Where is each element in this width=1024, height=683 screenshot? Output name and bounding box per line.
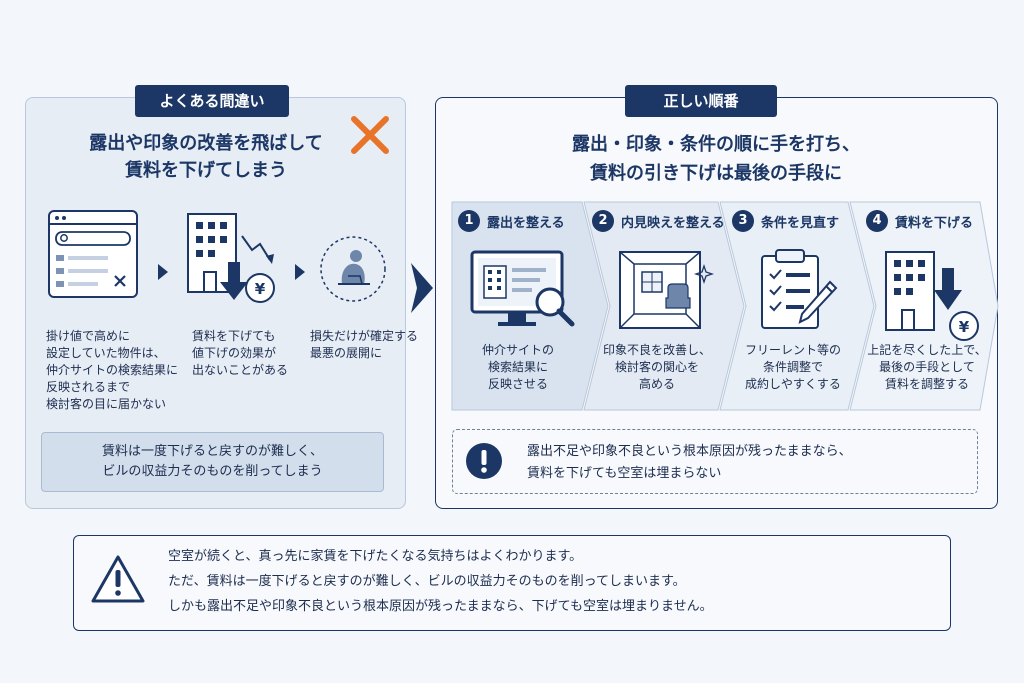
step-2-desc: 印象不良を改善し、 検討客の関心を 高める	[596, 342, 718, 393]
step-3-desc-line: フリーレント等の	[744, 343, 841, 357]
correct-order-label: 正しい順番	[625, 85, 777, 117]
step-3-heading: 3 条件を見直す	[732, 210, 839, 232]
summary-line2: ただ、賃料は一度下げると戻すのが難しく、ビルの収益力そのものを削ってしまいます。	[168, 574, 686, 589]
step-number-badge: 3	[732, 210, 754, 232]
step-number-badge: 2	[592, 210, 614, 232]
summary-line1: 空室が続くと、真っ先に家賃を下げたくなる気持ちはよくわかります。	[168, 549, 583, 564]
step-4-heading: 4 賃料を下げる	[866, 210, 973, 232]
mistake-title-line2: 賃料を下げてしまう	[125, 160, 287, 181]
mistake-step-3-text: 損失だけが確定する 最悪の展開に	[310, 328, 418, 362]
correct-title-line2: 賃料の引き下げは最後の手段に	[590, 163, 842, 184]
svg-text:¥: ¥	[255, 280, 266, 298]
mistake-step-1-text: 掛け値で高めに 設定していた物件は、 仲介サイトの検索結果に 反映されるまで 検…	[46, 328, 178, 413]
mistake-note: 賃料は一度下げると戻すのが難しく、 ビルの収益力そのものを削ってしまう	[41, 432, 384, 492]
step-4-desc-line: 上記を尽くした上で、	[867, 343, 987, 357]
despair-person-icon	[320, 236, 386, 302]
step-3-desc: フリーレント等の 条件調整で 成約しやすくする	[732, 342, 854, 393]
mistake-title-line1: 露出や印象の改善を飛ばして	[89, 133, 323, 154]
mistake-step-3-line: 損失だけが確定する	[310, 329, 419, 343]
mistake-step-1-line: 掛け値で高めに	[46, 329, 131, 343]
step-1-desc-line: 検索結果に	[487, 360, 548, 374]
step-4-desc: 上記を尽くした上で、 最後の手段として 賃料を調整する	[862, 342, 992, 393]
mistake-title: 露出や印象の改善を飛ばして 賃料を下げてしまう	[66, 130, 346, 184]
mistake-note-line1: 賃料は一度下げると戻すのが難しく、	[101, 444, 323, 459]
step-1-desc-line: 反映させる	[487, 377, 548, 391]
svg-text:¥: ¥	[959, 318, 970, 336]
mistake-step-1-line: 設定していた物件は、	[46, 346, 166, 360]
mistake-step-2-line: 出ないことがある	[192, 363, 289, 377]
checklist-icon	[761, 249, 838, 329]
correct-title-line1: 露出・印象・条件の順に手を打ち、	[572, 134, 860, 155]
step-2-title: 内見映えを整える	[621, 215, 725, 231]
step-2-desc-line: 印象不良を改善し、	[602, 343, 711, 357]
step-2-heading: 2 内見映えを整える	[592, 210, 725, 232]
mistake-step-2-line: 値下げの効果が	[192, 346, 277, 360]
room-sofa-icon	[619, 251, 715, 329]
step-1-desc-line: 仲介サイトの	[481, 343, 554, 357]
step-4-desc-line: 最後の手段として	[879, 360, 975, 374]
building-price-down-icon: ¥	[187, 213, 275, 303]
building-yen-down-icon: ¥	[885, 251, 979, 341]
correct-order-panel: 正しい順番 露出・印象・条件の順に手を打ち、 賃料の引き下げは最後の手段に 1 …	[435, 85, 999, 509]
exclamation-icon	[466, 443, 502, 479]
root-cause-line1: 露出不足や印象不良という根本原因が残ったままなら、	[527, 444, 852, 459]
root-cause-note: 露出不足や印象不良という根本原因が残ったままなら、 賃料を下げても空室は埋まらな…	[452, 429, 978, 494]
summary-warning-panel: 空室が続くと、真っ先に家賃を下げたくなる気持ちはよくわかります。 ただ、賃料は一…	[73, 535, 951, 631]
step-3-desc-line: 成約しやすくする	[745, 377, 841, 391]
mistake-step-3-line: 最悪の展開に	[310, 346, 383, 360]
root-cause-line2: 賃料を下げても空室は埋まらない	[527, 466, 722, 481]
browser-search-icon	[48, 210, 138, 298]
cross-mark-icon	[351, 116, 389, 154]
step-1-title: 露出を整える	[487, 215, 565, 231]
monitor-search-icon	[470, 250, 575, 327]
step-1-desc: 仲介サイトの 検索結果に 反映させる	[468, 342, 568, 393]
step-number-badge: 1	[458, 210, 480, 232]
step-number-badge: 4	[866, 210, 888, 232]
step-3-title: 条件を見直す	[761, 215, 840, 231]
mistake-step-2-line: 賃料を下げても	[192, 329, 276, 343]
summary-line3: しかも露出不足や印象不良という根本原因が残ったままなら、下げても空室は埋まりませ…	[168, 599, 713, 614]
step-2-desc-line: 検討客の関心を	[614, 360, 699, 374]
mistake-step-2-text: 賃料を下げても 値下げの効果が 出ないことがある	[192, 328, 288, 379]
correct-order-title: 露出・印象・条件の順に手を打ち、 賃料の引き下げは最後の手段に	[496, 130, 936, 188]
step-1-heading: 1 露出を整える	[458, 210, 565, 232]
mistake-step-1-line: 検討客の目に届かない	[46, 397, 167, 411]
step-3-desc-line: 条件調整で	[762, 360, 823, 374]
mistake-step-1-line: 仲介サイトの検索結果に	[46, 363, 179, 377]
common-mistake-panel: よくある間違い 露出や印象の改善を飛ばして 賃料を下げてしまう 掛け値で高めに …	[25, 85, 418, 509]
step-4-title: 賃料を下げる	[895, 215, 974, 231]
mistake-note-line2: ビルの収益力そのものを削ってしまう	[102, 464, 323, 479]
arrow-right-icon	[295, 264, 305, 280]
common-mistake-label: よくある間違い	[135, 85, 289, 117]
warning-triangle-icon	[91, 555, 145, 603]
chevron-right-icon	[411, 263, 433, 313]
step-4-desc-line: 賃料を調整する	[884, 377, 969, 391]
step-2-desc-line: 高める	[638, 377, 675, 391]
mistake-step-1-line: 反映されるまで	[46, 380, 131, 394]
arrow-right-icon	[158, 264, 168, 280]
